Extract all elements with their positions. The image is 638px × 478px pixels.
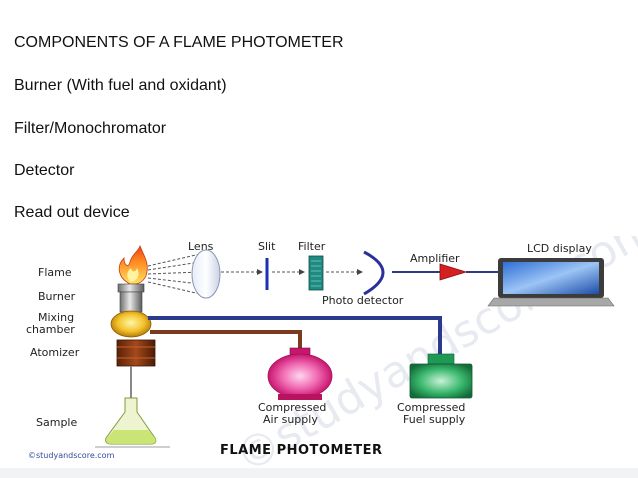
air-supply-label-line2: Air supply (263, 413, 318, 426)
filter-label: Filter (298, 240, 326, 253)
slit-label: Slit (258, 240, 276, 253)
mixing-chamber (110, 310, 152, 338)
lcd-display-icon (487, 258, 615, 307)
amplifier-element (439, 263, 468, 281)
air-supply-tube (150, 330, 302, 350)
photo-detector-label: Photo detector (322, 294, 404, 307)
mixing-label-line2: chamber (26, 323, 75, 336)
atomizer-block (116, 339, 156, 367)
bullet-readout: Read out device (14, 204, 130, 221)
burner-label: Burner (38, 290, 76, 303)
flame-icon (118, 244, 148, 285)
amplifier-label: Amplifier (410, 252, 460, 265)
light-beam-lines (147, 253, 363, 295)
slide-heading: COMPONENTS OF A FLAME PHOTOMETER (14, 34, 344, 51)
website-label: ©studyandscore.com (28, 451, 115, 460)
sample-flask (105, 397, 157, 445)
bullet-filter: Filter/Monochromator (14, 120, 167, 137)
fuel-supply-label-line1: Compressed (397, 401, 465, 414)
fuel-supply-tube (148, 316, 442, 354)
photo-detector-element (363, 250, 385, 296)
filter-element (308, 255, 324, 291)
diagram-title: FLAME PHOTOMETER (220, 443, 383, 458)
bottom-strip (0, 468, 638, 478)
fuel-supply-cylinder (409, 353, 473, 399)
lens-element (191, 249, 221, 299)
air-supply-cylinder (267, 347, 333, 400)
bullet-burner: Burner (With fuel and oxidant) (14, 77, 227, 94)
flame-label: Flame (38, 266, 72, 279)
fuel-supply-label-line2: Fuel supply (403, 413, 466, 426)
atomizer-label: Atomizer (30, 346, 80, 359)
flame-photometer-diagram: ©studyandscore.com Flame Burner Mixing c… (26, 236, 638, 466)
lcd-display-label: LCD display (527, 242, 592, 255)
sample-label: Sample (36, 416, 77, 429)
air-supply-label-line1: Compressed (258, 401, 326, 414)
bullet-detector: Detector (14, 162, 75, 179)
mixing-label-line1: Mixing (38, 311, 74, 324)
burner-component (117, 283, 145, 313)
